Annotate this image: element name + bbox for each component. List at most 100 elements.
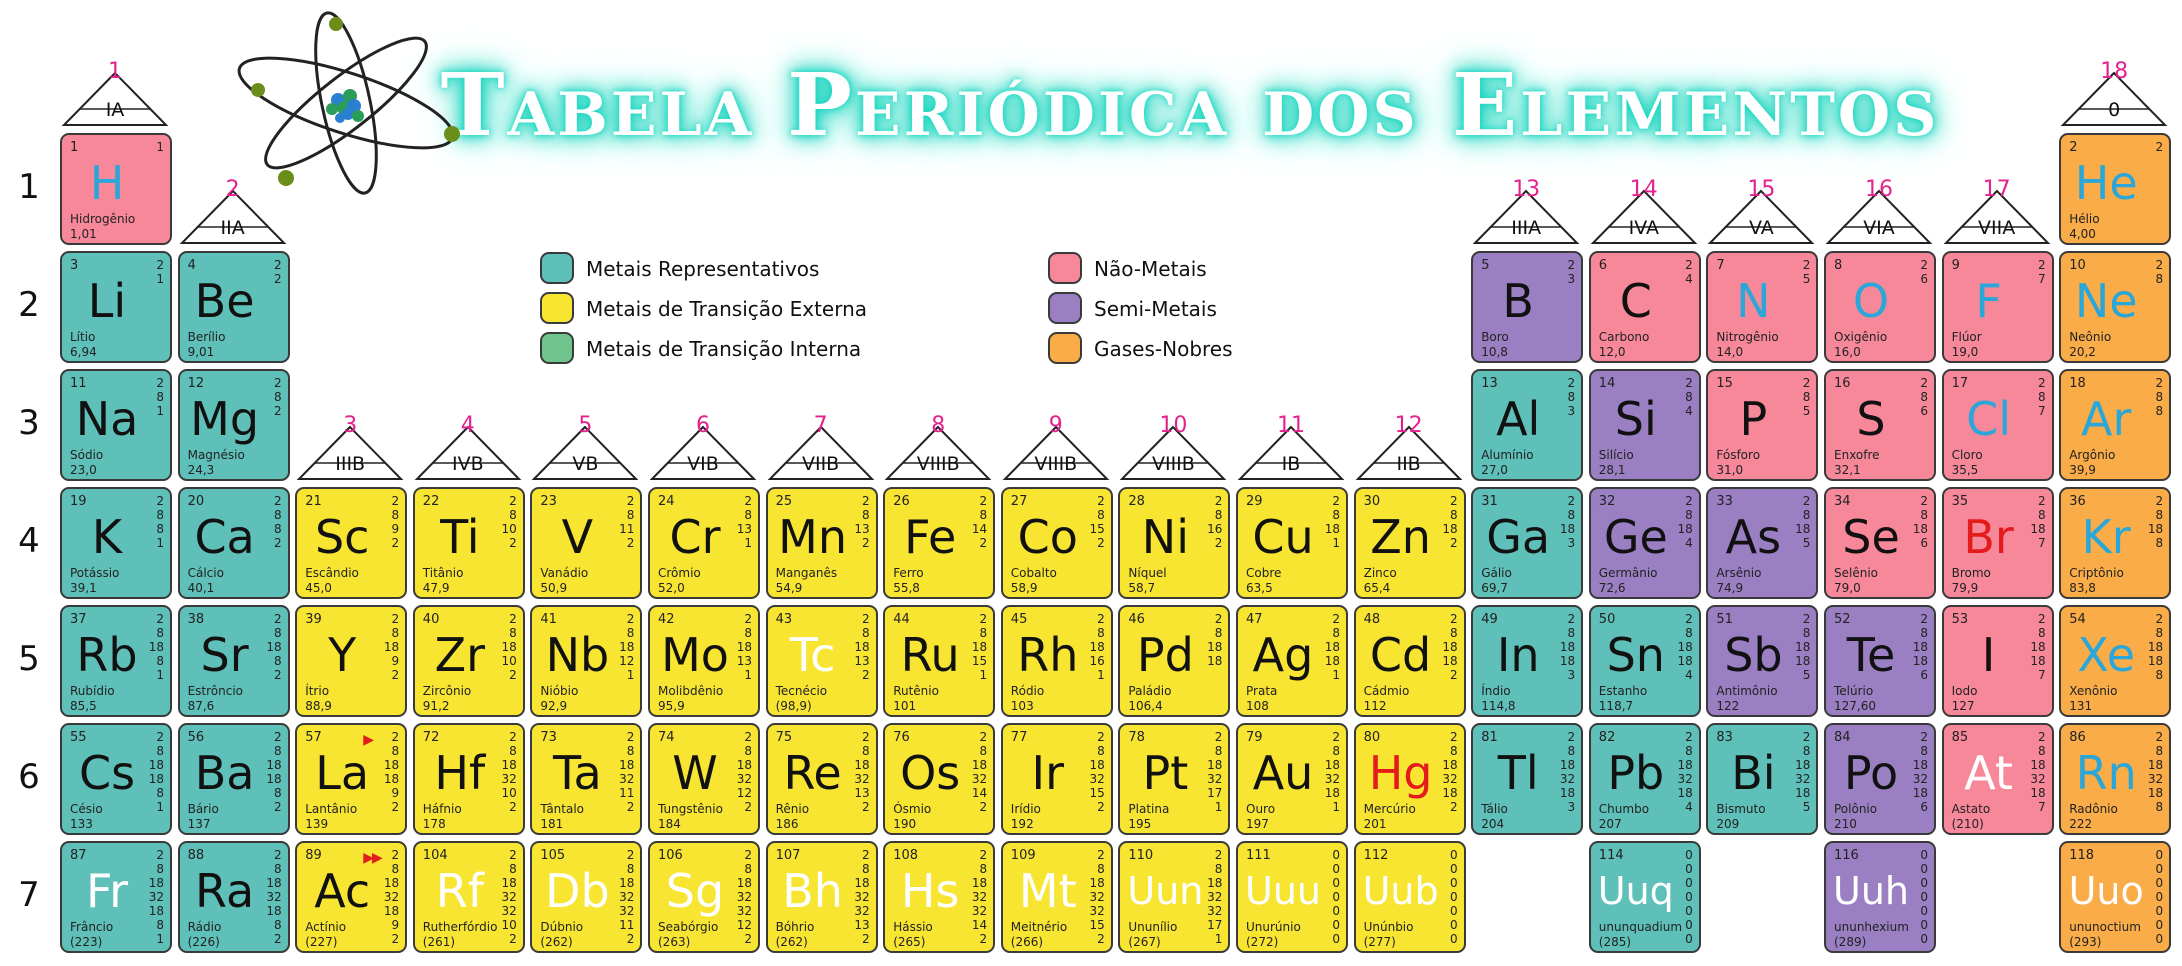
group-number: 14 <box>1629 177 1658 202</box>
element-name: Hidrogênio <box>70 212 136 226</box>
element-symbol: Hs <box>900 864 960 918</box>
atomic-mass: (210) <box>1951 817 1984 831</box>
electron-shells: 2 8 18 18 4 <box>1677 612 1693 682</box>
electron-shells: 2 8 18 32 18 5 <box>1795 730 1811 814</box>
element-symbol: B <box>1502 274 1534 328</box>
atomic-mass: 69,7 <box>1481 581 1508 595</box>
element-name: Molibdênio <box>658 684 724 698</box>
element-name: Zircônio <box>422 684 472 698</box>
atomic-mass: 54,9 <box>775 581 803 595</box>
group-roman: VIIA <box>1977 217 2016 239</box>
atomic-mass: 127,60 <box>1834 699 1876 713</box>
